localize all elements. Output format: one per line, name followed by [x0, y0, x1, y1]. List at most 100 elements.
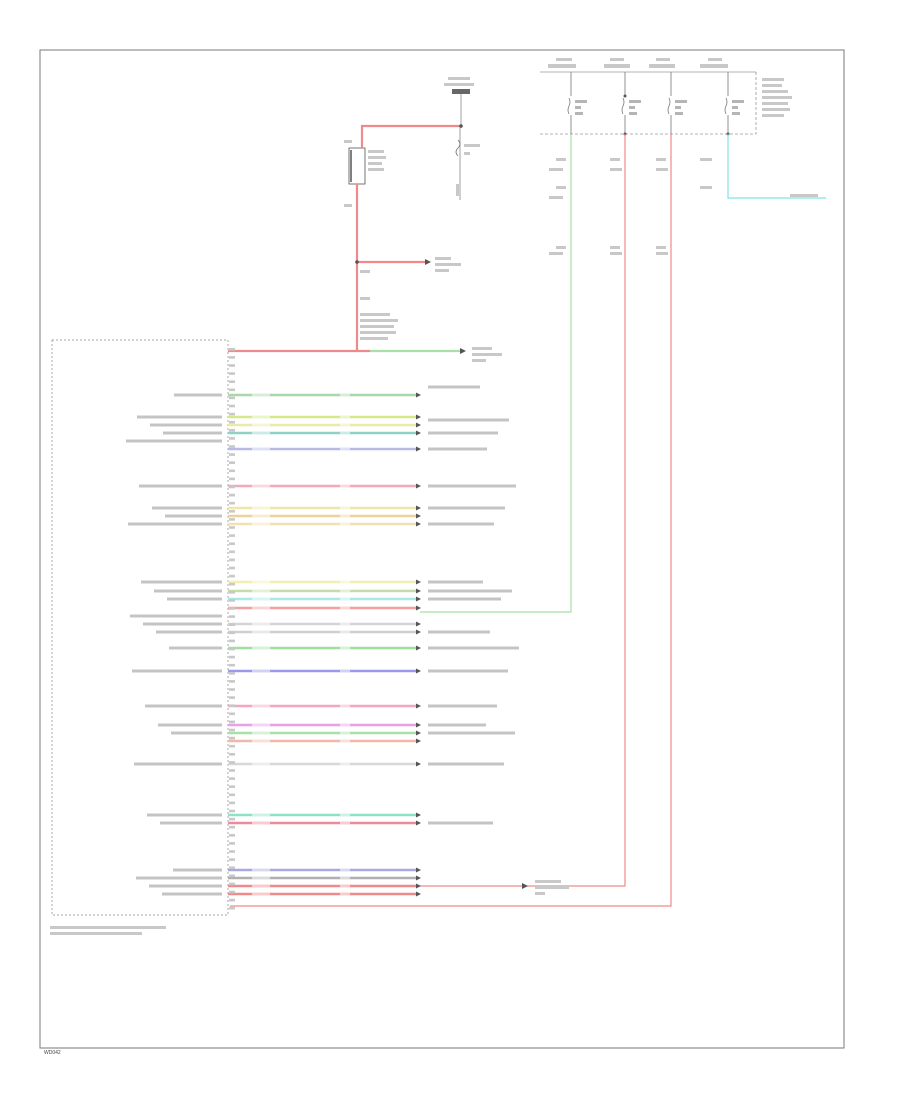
- wire-run: [228, 645, 421, 651]
- pin-label: [130, 614, 222, 618]
- wire-run: [228, 668, 421, 674]
- pin-number: [229, 817, 235, 821]
- pin-number: [229, 712, 235, 716]
- pin-number: [229, 518, 235, 521]
- destination-label: [428, 669, 508, 673]
- destination-label: [428, 731, 515, 735]
- pin-label: [128, 522, 222, 526]
- pin-number: [229, 704, 235, 707]
- pin-number: [229, 720, 235, 724]
- fuse-feeds: [230, 134, 826, 907]
- wire-run: [228, 867, 421, 873]
- wire-run: [228, 430, 421, 436]
- diagram-frame: [39, 49, 845, 1049]
- destination-label: [428, 447, 487, 451]
- wire-run: [228, 891, 421, 897]
- pin-number: [229, 477, 235, 481]
- pin-number: [229, 493, 235, 497]
- pin-number: [229, 777, 235, 780]
- pin-label: [160, 821, 222, 825]
- pin-number: [229, 534, 235, 537]
- pin-label: [163, 431, 222, 435]
- pin-label: [171, 731, 222, 735]
- wire-run: [228, 812, 421, 818]
- pin-number: [229, 785, 235, 788]
- pin-number: [229, 858, 235, 861]
- destination-label: [428, 646, 519, 650]
- pin-number: [229, 655, 235, 659]
- destination-label: [428, 704, 497, 708]
- wire-run: [228, 820, 421, 826]
- pin-label: [137, 415, 222, 419]
- pin-number: [229, 850, 235, 853]
- pin-number: [229, 753, 235, 756]
- wire-run: [228, 521, 421, 527]
- pin-label: [132, 669, 222, 673]
- pin-number: [229, 728, 235, 732]
- pin-number: [229, 769, 235, 772]
- destination-label: [428, 431, 498, 435]
- pin-number: [229, 672, 235, 675]
- destination-label: [428, 484, 516, 488]
- module-outline: [51, 339, 229, 916]
- destination-label: [428, 385, 480, 389]
- pin-number: [229, 582, 235, 586]
- pin-label: [162, 892, 222, 896]
- wire-run: [228, 446, 421, 452]
- pin-number: [229, 825, 235, 829]
- pin-number: [229, 566, 235, 570]
- wire-run: [228, 738, 421, 744]
- wire-run: [228, 703, 421, 709]
- wire-run: [228, 596, 421, 602]
- destination-label: [428, 589, 512, 593]
- pin-number: [229, 388, 235, 392]
- destination-label: [428, 723, 486, 727]
- destination-label: [428, 821, 493, 825]
- fuse-box: [540, 58, 792, 136]
- pin-number: [229, 663, 235, 667]
- wire-run: [228, 414, 421, 420]
- pin-number: [229, 842, 235, 845]
- pin-number: [229, 631, 235, 635]
- pin-number: [229, 623, 235, 626]
- pin-label: [126, 439, 222, 443]
- pin-label: [150, 423, 222, 427]
- pin-number: [229, 882, 235, 886]
- pin-label: [156, 630, 222, 634]
- pin-label: [141, 580, 222, 584]
- pin-layer: [229, 348, 235, 910]
- pin-number: [229, 801, 235, 805]
- pin-label: [149, 884, 222, 888]
- destination-label: [428, 506, 505, 510]
- wire-run: [228, 730, 421, 736]
- destination-label: [428, 597, 501, 601]
- pin-number: [229, 453, 235, 456]
- pin-number: [229, 485, 235, 489]
- pin-number: [229, 372, 235, 375]
- pin-number: [229, 469, 235, 473]
- pin-number: [229, 364, 235, 367]
- pin-label: [165, 514, 222, 518]
- pin-label: [143, 622, 222, 626]
- pin-label: [139, 484, 222, 488]
- relay-block: [344, 140, 386, 207]
- pin-number: [229, 736, 235, 740]
- destination-label: [428, 630, 490, 634]
- wire-run: [228, 392, 421, 398]
- destination-label: [428, 522, 494, 526]
- wire-run: [228, 875, 421, 881]
- destination-label: [428, 418, 509, 422]
- pin-number: [229, 380, 235, 383]
- pin-number: [229, 591, 235, 594]
- pin-number: [229, 639, 235, 643]
- pin-number: [229, 834, 235, 837]
- destination-label-layer: [428, 385, 519, 825]
- pin-label: [134, 762, 222, 766]
- pin-label: [154, 589, 222, 593]
- pin-number: [229, 615, 235, 618]
- wire-layer: [228, 392, 421, 897]
- pin-number: [229, 809, 235, 813]
- wire-run: [228, 761, 421, 767]
- pin-label-layer: [126, 393, 222, 896]
